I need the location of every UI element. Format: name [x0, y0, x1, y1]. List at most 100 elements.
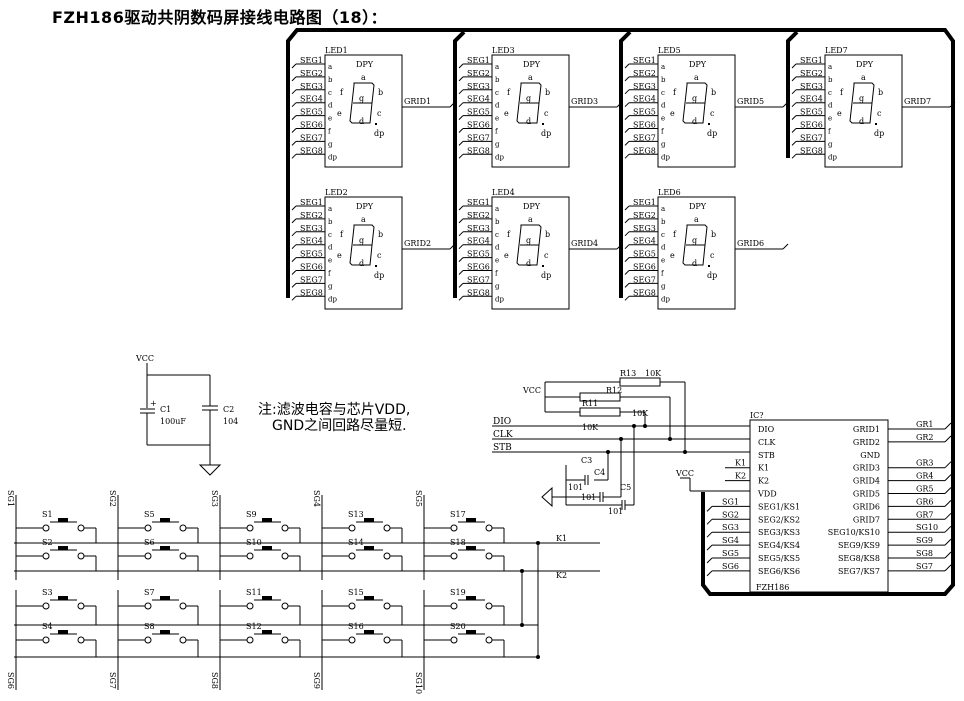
switch-ref: S16 [348, 622, 364, 631]
switch-contact [383, 602, 391, 610]
switch-button [466, 630, 476, 634]
key-column-top-label: SG4 [312, 490, 321, 507]
c5-value: 101 [608, 507, 623, 516]
segment-label-b: b [711, 88, 716, 97]
ic-left-net-label: SG5 [722, 549, 739, 558]
ic-right-bus-tap [944, 474, 952, 481]
seg-letter: f [661, 270, 665, 278]
segment-label-c: c [377, 109, 382, 118]
ic-left-bus-tap [706, 570, 713, 577]
bus-tap [791, 115, 797, 120]
ic-left-net-label: SG3 [722, 523, 739, 532]
ic-left-bus-tap [706, 531, 713, 538]
segment-label-f: f [673, 230, 677, 239]
led-body [824, 54, 903, 168]
switch-ref: S14 [348, 538, 364, 547]
seg-pin-label: SEG6 [800, 121, 823, 130]
switch-button [160, 630, 170, 634]
switch-ref: S7 [144, 588, 155, 597]
seg-pin-label: SEG1 [300, 56, 323, 65]
seg-letter: g [661, 282, 666, 290]
seg-pin-label: SEG4 [633, 237, 656, 246]
seg-letter: dp [661, 295, 670, 303]
resistor-r11 [579, 407, 621, 417]
bus-tap [458, 89, 464, 95]
led-module-led6: LED6DPYSEG1aSEG2bSEG3cSEG4dSEG5eSEG6fSEG… [624, 188, 789, 310]
segment-label-f: f [340, 230, 344, 239]
seg-letter: e [828, 115, 832, 123]
key-switch-s3: S3 [16, 588, 97, 625]
bus-tap [624, 295, 630, 301]
vcc-label-resistors: VCC [522, 386, 541, 395]
bus-tap [624, 257, 630, 262]
seg-letter: e [495, 115, 499, 123]
dp-dot [375, 265, 377, 267]
bus-tap [791, 128, 797, 133]
bus-tap [458, 153, 464, 159]
key-switch-s13: S13 [322, 510, 403, 543]
ic-right-pin-label: SEG7/KS7 [838, 567, 880, 576]
switch-button [58, 596, 68, 600]
seg-letter: g [661, 140, 666, 148]
segment-label-d: d [359, 259, 364, 268]
seg-pin-label: SEG1 [467, 198, 490, 207]
bus-tap [458, 115, 464, 120]
bus-tap [291, 257, 297, 262]
key-column-top-label: SG3 [210, 490, 219, 507]
led-bus-4 [786, 30, 799, 158]
switch-ref: S6 [144, 538, 155, 547]
switch-ref: S17 [450, 510, 466, 519]
dp-dot [708, 265, 710, 267]
grid-tap [449, 243, 456, 250]
bus-tap [458, 295, 464, 301]
led-body [491, 196, 570, 310]
bus-tap [458, 128, 464, 133]
switch-ref: S19 [450, 588, 466, 597]
segment-label-a: a [861, 73, 866, 82]
switch-button [262, 546, 272, 550]
segment-label-d: d [859, 117, 864, 126]
schematic-generated: 注:滤波电容与芯片VDD,GND之间回路尽量短.LED1DPYSEG1aSEG2… [6, 46, 956, 694]
c1-value: 100uF [160, 417, 186, 426]
switch-contact [450, 602, 458, 610]
bus-tap [624, 244, 630, 250]
seg-letter: d [328, 244, 333, 252]
bus-tap [458, 257, 464, 262]
led-bus-2 [453, 30, 466, 298]
c2-ref: C2 [223, 405, 234, 414]
segment-label-c: c [877, 109, 882, 118]
segment-label-f: f [507, 230, 511, 239]
led-ref: LED3 [492, 46, 515, 55]
bus-tap [291, 283, 297, 288]
seg-pin-label: SEG3 [633, 224, 656, 233]
segment-label-e: e [504, 109, 509, 118]
seg-pin-label: SEG1 [633, 198, 656, 207]
key-switch-s6: S6 [118, 538, 199, 571]
seg-pin-label: SEG6 [467, 263, 490, 272]
switch-ref: S12 [246, 622, 262, 631]
switch-contact [485, 552, 493, 560]
led-module-led7: LED7DPYSEG1aSEG2bSEG3cSEG4dSEG5eSEG6fSEG… [791, 46, 956, 168]
seg-letter: d [661, 244, 666, 252]
segment-label-b: b [711, 230, 716, 239]
switch-ref: S11 [246, 588, 262, 597]
ic-right-net-label: GR7 [916, 510, 934, 519]
dio-label: DIO [493, 417, 511, 427]
ic-right-pin-label: SEG9/KS9 [838, 541, 880, 550]
ic-right-net-label: SG8 [916, 549, 933, 558]
seg-letter: g [495, 282, 500, 290]
dp-dot [375, 123, 377, 125]
switch-contact [246, 602, 254, 610]
c1-plus: + [150, 399, 157, 408]
ic-left-pin-label: SEG5/KS5 [758, 554, 800, 563]
vcc-label-filter: VCC [135, 354, 154, 363]
bus-tap [458, 231, 464, 237]
ic-right-bus-tap [944, 551, 952, 559]
switch-contact [144, 552, 152, 560]
seven-segment-glyph [516, 224, 542, 266]
seg-pin-label: SEG5 [467, 108, 490, 117]
switch-contact [144, 602, 152, 610]
segment-label-a: a [694, 73, 699, 82]
seg-pin-label: SEG6 [300, 121, 323, 130]
switch-ref: S9 [246, 510, 257, 519]
